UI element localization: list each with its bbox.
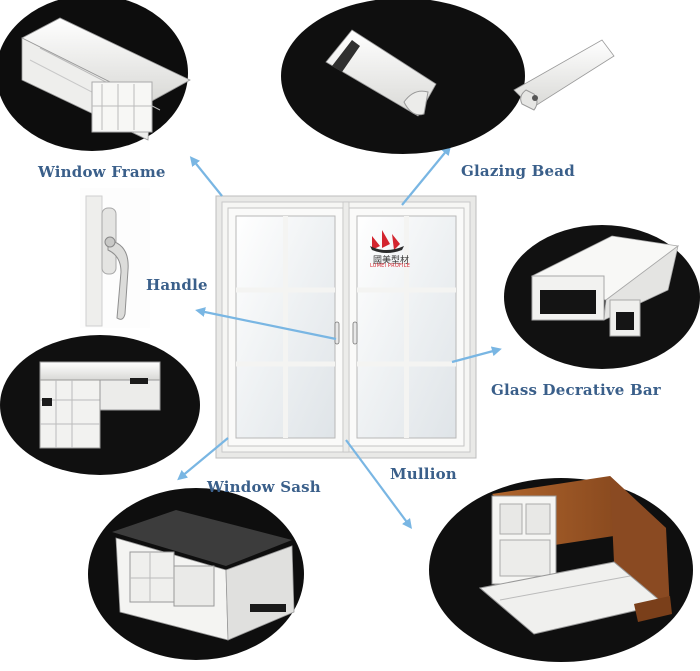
handle-image [80, 188, 150, 328]
arrow-glass-bar [451, 346, 502, 364]
label-glazing-bead: Glazing Bead [461, 162, 575, 180]
label-mullion: Mullion [390, 465, 457, 483]
label-handle: Handle [146, 276, 208, 294]
arrow-handle [195, 307, 337, 341]
sash-section-profile-image [88, 488, 304, 660]
mullion-profile-image [429, 476, 693, 662]
brand-name-en: LUMEI PROFILE [370, 263, 411, 269]
arrow-mullion [345, 439, 412, 530]
glazing-bead-profile-image [281, 0, 615, 154]
window-sash-profile-image [0, 335, 200, 475]
brand-name-cn: 國美型材 [373, 256, 410, 266]
window-frame-profile-image [0, 0, 191, 151]
arrow-window-sash [177, 437, 229, 481]
window-illustration [215, 195, 477, 459]
label-glass-decorative-bar: Glass Decrative Bar [491, 381, 661, 399]
arrow-glazing-bead [401, 145, 452, 206]
callout-arrows [177, 145, 502, 530]
glass-decorative-bar-profile-image [504, 225, 700, 369]
label-window-frame: Window Frame [38, 163, 166, 181]
brand-logo-mark [370, 230, 404, 253]
label-window-sash: Window Sash [207, 478, 321, 496]
arrow-window-frame [189, 156, 223, 197]
